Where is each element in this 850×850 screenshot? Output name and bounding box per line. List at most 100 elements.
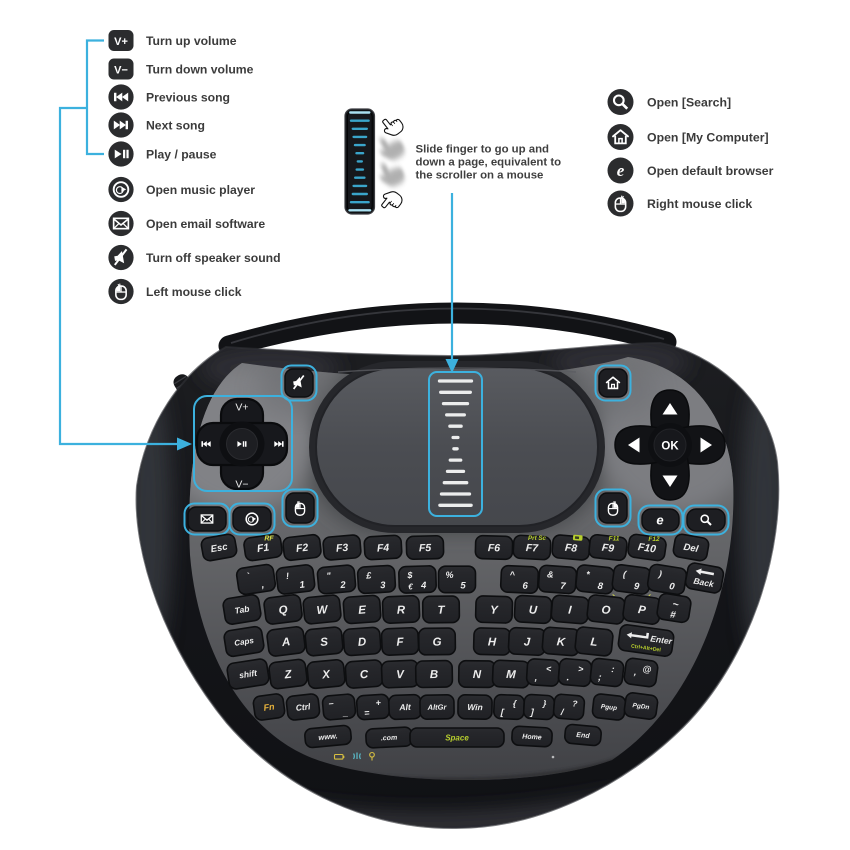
svg-text:V−: V− [235, 479, 248, 491]
svg-text:.com: .com [381, 735, 398, 743]
svg-text:–: – [328, 698, 334, 708]
svg-text:F9: F9 [601, 542, 615, 555]
svg-text:T: T [437, 605, 445, 617]
svg-text:Next song: Next song [146, 119, 205, 133]
svg-text:P: P [637, 604, 647, 617]
svg-text:!: ! [285, 571, 289, 581]
svg-text:OK: OK [661, 441, 679, 453]
svg-text:Home: Home [522, 733, 542, 741]
svg-text:F2: F2 [295, 542, 309, 555]
svg-text:F10: F10 [637, 541, 657, 555]
svg-text:Ctrl: Ctrl [295, 701, 311, 713]
svg-text:J: J [523, 636, 531, 648]
svg-text:D: D [358, 636, 367, 649]
svg-text:2: 2 [339, 580, 347, 592]
svg-text:Tab: Tab [234, 604, 250, 616]
svg-text:[: [ [500, 707, 505, 717]
svg-text:Win: Win [467, 702, 483, 712]
svg-text:e: e [656, 513, 663, 528]
svg-text:8: 8 [597, 581, 604, 593]
svg-text:Pgup: Pgup [600, 703, 617, 712]
svg-text:the scroller on a mouse: the scroller on a mouse [416, 170, 544, 182]
svg-text:5: 5 [460, 581, 466, 592]
svg-text:1: 1 [299, 579, 306, 591]
svg-text:`: ` [246, 571, 251, 581]
svg-text:*: * [586, 569, 591, 579]
svg-text:Space: Space [445, 733, 469, 742]
svg-text:_: _ [342, 707, 349, 717]
svg-text:F3: F3 [335, 542, 348, 555]
svg-text:F11: F11 [609, 536, 620, 543]
svg-text:Previous song: Previous song [146, 91, 230, 105]
svg-text:G: G [432, 637, 441, 649]
svg-text:Open email software: Open email software [146, 217, 265, 231]
svg-text:Y: Y [490, 604, 499, 616]
svg-text:~: ~ [672, 598, 680, 611]
svg-text:O: O [601, 604, 611, 617]
svg-text:C: C [360, 669, 370, 682]
svg-text:V+: V+ [114, 36, 128, 48]
svg-text:Prt Sc: Prt Sc [528, 535, 546, 542]
svg-text:’: ’ [632, 672, 636, 683]
svg-text:V−: V− [114, 64, 128, 76]
svg-text:Z: Z [283, 669, 293, 682]
svg-text:U: U [528, 604, 538, 616]
svg-text:.: . [566, 672, 570, 683]
svg-text:Turn down volume: Turn down volume [146, 63, 254, 77]
svg-text:F4: F4 [377, 542, 390, 555]
svg-text:I: I [568, 604, 573, 616]
svg-text:Turn up volume: Turn up volume [146, 34, 237, 48]
svg-text:=: = [364, 708, 371, 718]
svg-text:3: 3 [380, 580, 387, 591]
svg-text:>: > [578, 664, 585, 674]
svg-text:RF: RF [264, 536, 274, 543]
svg-text:+: + [375, 697, 382, 707]
svg-text:L: L [590, 636, 598, 649]
svg-text:Right mouse click: Right mouse click [647, 197, 752, 211]
svg-text:&: & [547, 569, 554, 579]
svg-text:6: 6 [522, 581, 528, 592]
svg-text:Left mouse click: Left mouse click [146, 285, 242, 299]
svg-text:PgDn: PgDn [632, 702, 650, 711]
svg-text:H: H [488, 636, 497, 648]
svg-text:W: W [316, 604, 329, 617]
svg-text:^: ^ [509, 570, 515, 580]
svg-text:E: E [358, 604, 367, 617]
svg-text:M: M [506, 669, 516, 681]
svg-text:%: % [445, 570, 453, 580]
svg-text:N: N [473, 669, 482, 681]
svg-text:`: ` [612, 594, 615, 605]
svg-text:V+: V+ [235, 402, 248, 414]
svg-text:www.: www. [318, 731, 338, 742]
svg-text:F6: F6 [488, 542, 501, 554]
svg-text:Del: Del [683, 542, 700, 555]
svg-text:down a page, equivalent to: down a page, equivalent to [416, 157, 562, 169]
svg-text:e: e [617, 161, 625, 180]
svg-text:F: F [396, 636, 404, 648]
svg-text:X: X [321, 669, 332, 682]
svg-text:£: £ [365, 570, 373, 580]
svg-text:Slide finger to go up and: Slide finger to go up and [416, 143, 550, 155]
svg-text:4: 4 [420, 580, 427, 591]
svg-text:<: < [546, 664, 553, 674]
svg-text:Open [My Computer]: Open [My Computer] [647, 131, 769, 145]
svg-text:{: { [513, 698, 517, 708]
svg-text:#: # [669, 610, 677, 622]
svg-text:A: A [280, 636, 291, 649]
svg-text:]: ] [529, 707, 535, 717]
svg-text:F5: F5 [419, 542, 432, 554]
svg-text:F7: F7 [525, 542, 539, 555]
svg-text:Open music player: Open music player [146, 183, 255, 197]
svg-text:shift: shift [238, 668, 258, 681]
svg-text:R: R [397, 604, 406, 616]
svg-text:Enter: Enter [650, 633, 674, 646]
svg-text:7: 7 [560, 581, 567, 592]
svg-text:Turn off speaker sound: Turn off speaker sound [146, 251, 281, 265]
svg-text:€: € [408, 583, 413, 592]
svg-text:Back: Back [693, 576, 716, 590]
svg-text:(: ( [623, 569, 628, 579]
svg-text:,: , [260, 579, 265, 590]
svg-text:,: , [533, 672, 537, 683]
svg-text:Caps: Caps [234, 636, 255, 648]
svg-text::: : [611, 664, 615, 674]
